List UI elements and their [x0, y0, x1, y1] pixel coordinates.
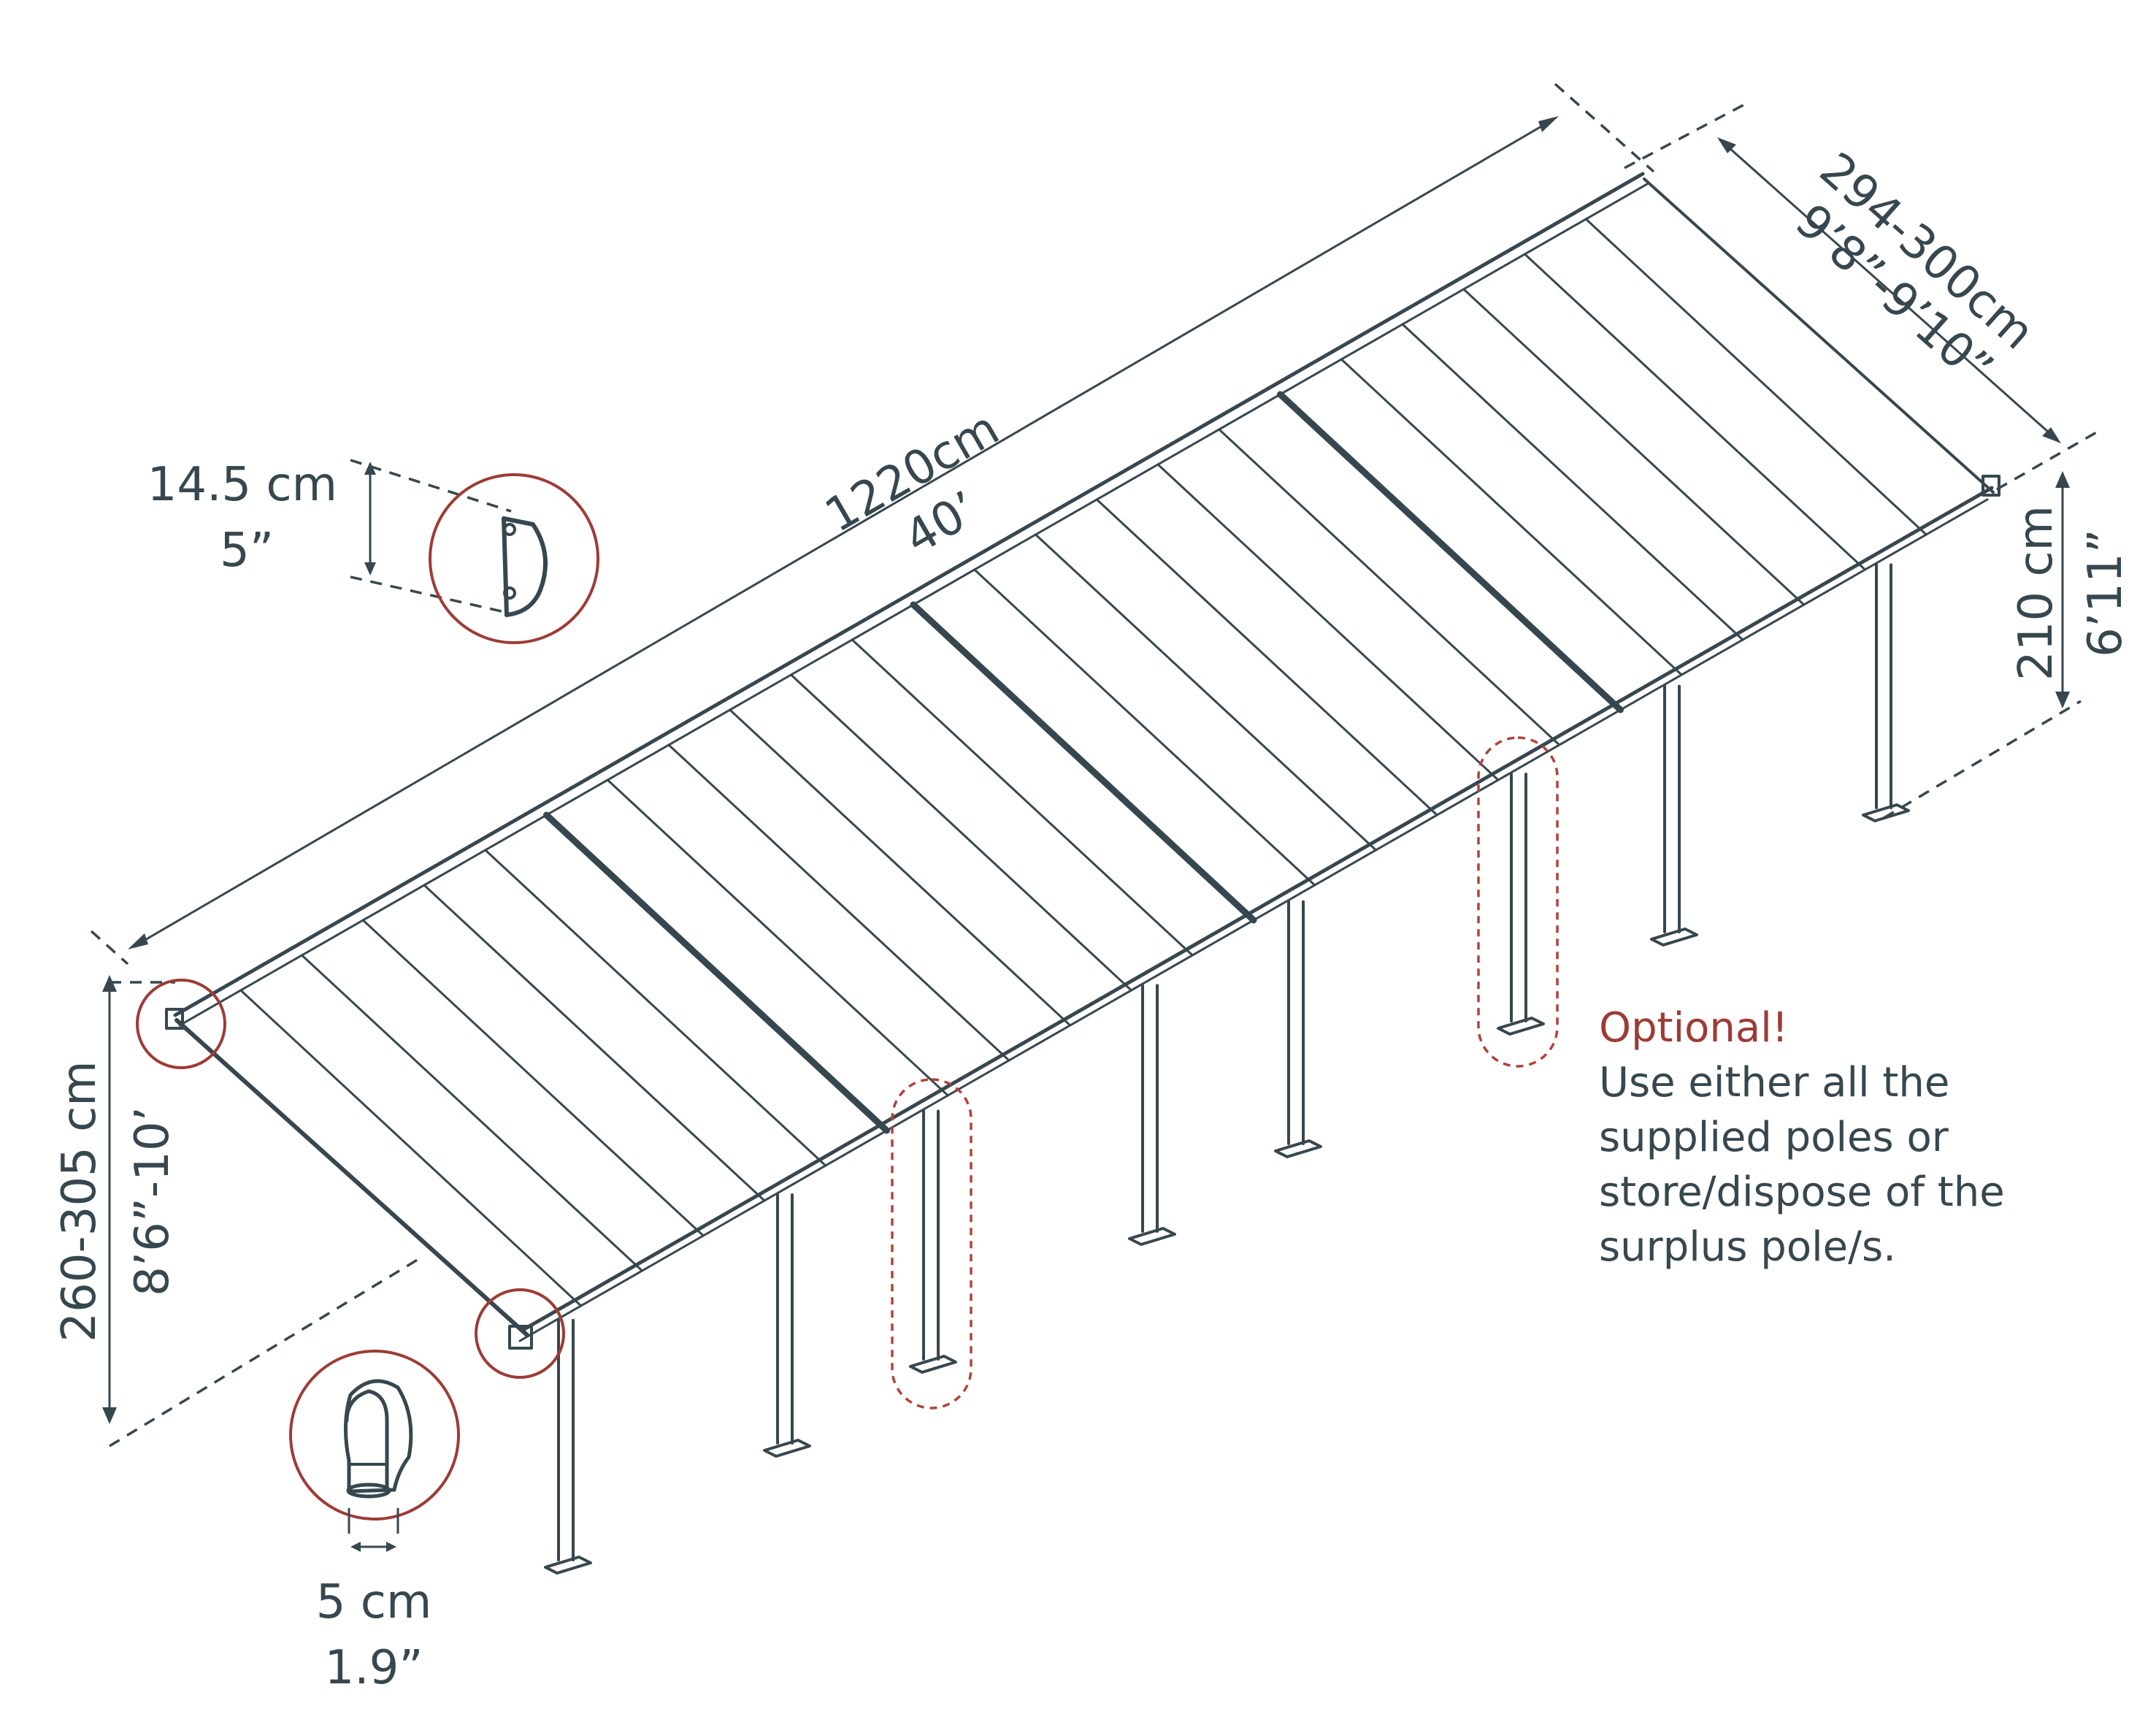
- post: [1650, 684, 1698, 946]
- panel-line: [1584, 218, 1927, 536]
- back-height-metric-label: 210 cm: [2009, 505, 2063, 681]
- note-line: store/dispose of the: [1599, 1169, 2005, 1216]
- post-metric-label: 5 cm: [316, 1575, 432, 1629]
- post-base-plate: [1128, 1227, 1176, 1246]
- roof-panels: [239, 218, 1927, 1307]
- post-base-plate: [763, 1439, 811, 1458]
- note-line: supplied poles or: [1599, 1114, 1949, 1161]
- gutter-metric-label: 14.5 cm: [147, 458, 337, 512]
- support-posts: [544, 563, 1910, 1575]
- panel-line: [1218, 428, 1561, 746]
- post: [1128, 984, 1176, 1246]
- post-base-plate: [1862, 803, 1910, 822]
- panel-line: [484, 849, 827, 1167]
- panel-line: [1524, 253, 1866, 571]
- optional-posts-note: Optional! Use either all the supplied po…: [1599, 1001, 2139, 1274]
- panel-line: [790, 673, 1132, 992]
- post: [1862, 563, 1910, 822]
- panel-line: [1462, 288, 1806, 606]
- back-height-imperial-label: 6’11”: [2079, 529, 2133, 657]
- post-base-plate: [909, 1355, 957, 1374]
- panel-line: [1035, 533, 1377, 852]
- front-height-imperial-label: 8’6”-10’: [126, 1106, 180, 1296]
- panel-line: [361, 919, 705, 1237]
- post: [763, 1193, 811, 1458]
- panel-line: [1401, 323, 1744, 641]
- corner-callout-back: [136, 979, 226, 1069]
- panel-line: [729, 708, 1072, 1027]
- gutter-profile-icon: [502, 516, 548, 617]
- panel-line: [851, 638, 1194, 957]
- gutter-detail-circle: [429, 473, 599, 644]
- panel-line: [973, 568, 1316, 887]
- post-base-plate: [1274, 1139, 1322, 1158]
- panel-line: [667, 743, 1010, 1062]
- panel-line: [1156, 463, 1500, 781]
- post: [544, 1318, 592, 1575]
- gutter-imperial-label: 5”: [220, 524, 274, 578]
- note-line: surplus pole/s.: [1599, 1223, 1896, 1271]
- dimension-lines: [102, 116, 2070, 1552]
- post-base-plate: [1650, 927, 1698, 946]
- extension-lines: [90, 83, 2100, 1447]
- detail-callouts: [136, 473, 1559, 1521]
- panel-line: [301, 954, 643, 1272]
- corner-callout-front: [475, 1288, 565, 1379]
- post: [1274, 900, 1322, 1158]
- post: [909, 1109, 957, 1374]
- front-height-metric-label: 260-305 cm: [53, 1060, 107, 1342]
- post-base-plate: [1497, 1017, 1545, 1036]
- note-title: Optional!: [1599, 1004, 1789, 1052]
- roof-joint-highlight: [545, 814, 888, 1132]
- panel-line: [423, 884, 766, 1202]
- post-profile-icon: [344, 1379, 413, 1499]
- panel-line: [1095, 498, 1438, 816]
- roof-joint-highlight: [912, 603, 1255, 922]
- post-base-plate: [544, 1556, 592, 1575]
- optional-post-highlight-1: [891, 1078, 972, 1410]
- note-line: Use either all the: [1599, 1059, 1950, 1106]
- post: [1497, 772, 1545, 1036]
- optional-post-highlight-2: [1477, 736, 1559, 1068]
- panel-line: [1340, 358, 1683, 676]
- post-imperial-label: 1.9”: [325, 1641, 423, 1695]
- roof-joint-highlight: [1279, 393, 1622, 711]
- panel-line: [606, 779, 949, 1097]
- panel-line: [239, 989, 583, 1307]
- post-detail-circle: [289, 1350, 460, 1521]
